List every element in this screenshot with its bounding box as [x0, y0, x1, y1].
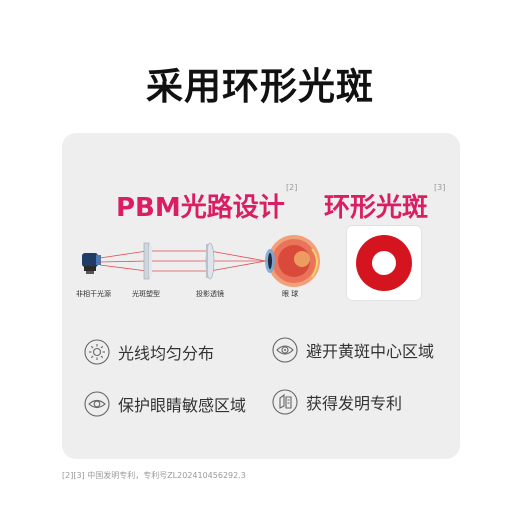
feature-patent: 获得发明专利: [272, 389, 402, 415]
pbm-design-heading: PBM光路设计: [116, 193, 285, 223]
diagram-label-eye: 眼 球: [282, 290, 299, 298]
feature-protect-eye: 保护眼睛敏感区域: [84, 391, 246, 417]
feature-avoid-macula: 避开黄斑中心区域: [272, 337, 434, 363]
feature-label: 光线均匀分布: [118, 344, 215, 363]
optical-path-illustration: [82, 235, 320, 287]
diagram-label-shaper: 光斑塑型: [132, 290, 160, 298]
page-title: 采用环形光斑: [146, 65, 374, 108]
light-source-icon: [82, 253, 101, 274]
ring-spot-heading: 环形光斑: [324, 193, 429, 223]
ring-spot-preview: [346, 225, 422, 301]
feature-uniform-light: 光线均匀分布: [84, 339, 214, 365]
feature-card: PBM光路设计 [2] 环形光斑 [3]: [62, 133, 460, 459]
projection-lens-icon: [205, 242, 215, 280]
optical-path-diagram: 非相干光源 光斑塑型 投影透镜 眼 球: [72, 233, 332, 317]
macula-eye-icon: [272, 337, 298, 363]
sun-icon: [84, 339, 110, 365]
reference-marker-3: [3]: [434, 183, 446, 192]
feature-label: 保护眼睛敏感区域: [118, 396, 247, 415]
light-beams: [99, 250, 278, 272]
ring-spot-icon: [356, 235, 412, 291]
feature-label: 避开黄斑中心区域: [306, 342, 435, 361]
patent-footnote: [2][3] 中国发明专利，专利号ZL202410456292.3: [62, 471, 246, 480]
diagram-label-lens: 投影透镜: [196, 290, 224, 298]
feature-label: 获得发明专利: [306, 394, 403, 413]
beam-shaper-icon: [143, 242, 152, 280]
eye-icon: [84, 391, 110, 417]
reference-marker-2: [2]: [286, 183, 298, 192]
patent-icon: [272, 389, 298, 415]
eyeball-icon: [265, 235, 320, 287]
diagram-label-source: 非相干光源: [76, 290, 111, 298]
